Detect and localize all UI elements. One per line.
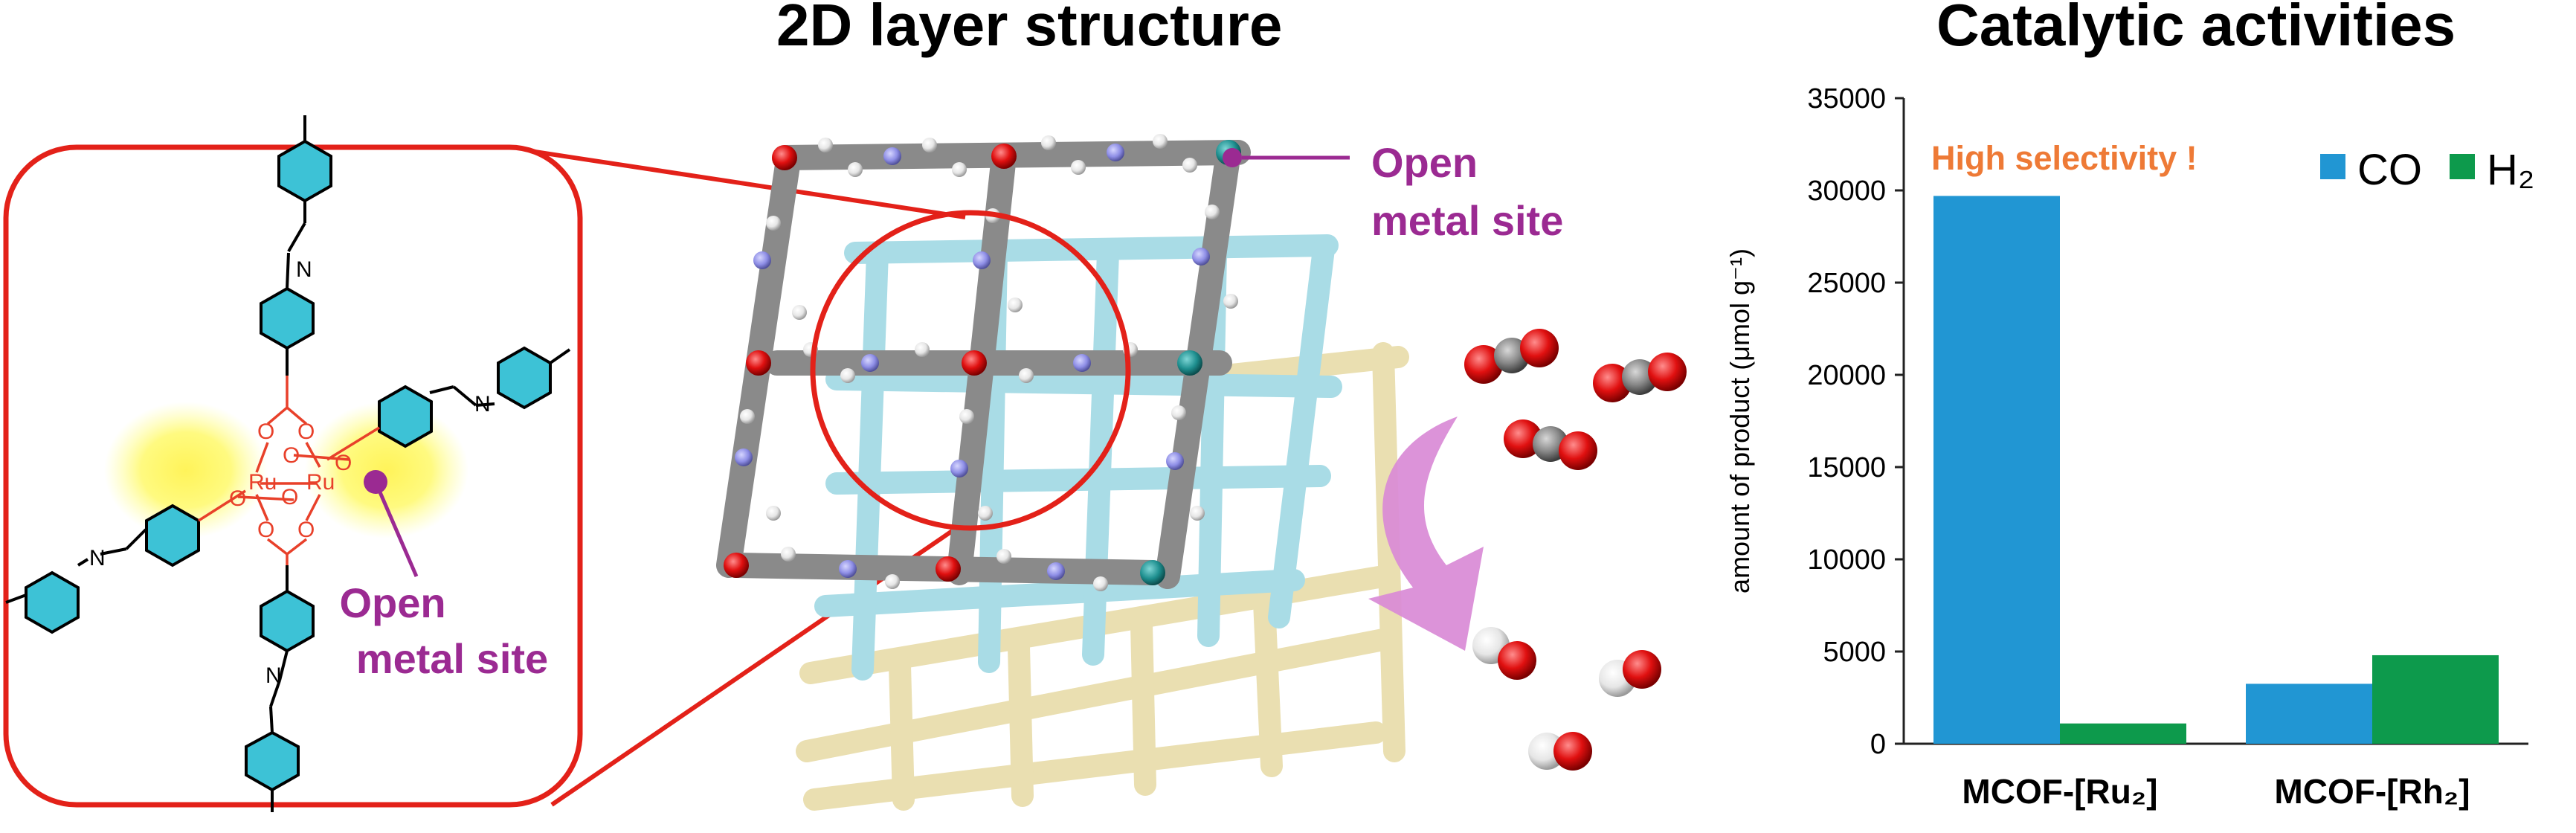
ru-label-left: Ru [248,470,277,495]
n-label-left: N [89,546,106,570]
paddlewheel-core [198,376,380,565]
framework-open-site-dot [1223,148,1242,167]
n-label-top: N [296,257,312,282]
molecule-panel: N N N N O O O O O [3,115,966,812]
co-molecule [1599,650,1661,697]
front-atoms [724,140,1241,585]
legend-label-co: CO [2357,146,2422,194]
n-label-bottom: N [265,663,282,688]
y-tick-label: 25000 [1807,268,1886,299]
title-layer-structure: 2D layer structure [776,0,1283,58]
open-site-dot [364,470,387,494]
y-tick-label: 30000 [1807,176,1886,207]
co-molecules [1472,627,1661,771]
legend-label-h2: H₂ [2487,146,2534,194]
bars [1933,196,2499,744]
co-molecule [1528,732,1592,771]
co-molecule [1472,627,1536,680]
framework-panel: Open metal site [716,134,1687,811]
nitrogen-labels: N N N N [89,257,491,688]
y-tick-label: 20000 [1807,360,1886,391]
bar-chart: 0 5000 10000 15000 20000 25000 30000 35000 amou… [1725,83,2534,811]
annotation-pointer [373,481,419,577]
legend-swatch-co [2320,154,2345,179]
molecule-annotation-line2: metal site [356,635,548,682]
x-axis-tick-labels: MCOF-[Ru₂] MCOF-[Rh₂] [1962,772,2470,811]
y-tick-label: 10000 [1807,544,1886,576]
y-tick-label: 5000 [1823,637,1886,668]
legend-swatch-h2 [2450,154,2475,179]
x-tick-label: MCOF-[Ru₂] [1962,772,2157,811]
metal-labels: Ru Ru [248,470,335,495]
reaction-arrow [1368,416,1484,651]
o-label: O [281,485,298,509]
oxygen-labels: O O O O O O O O [229,419,352,542]
framework-annotation-line2: metal site [1371,197,1563,244]
co2-molecule [1593,353,1687,402]
title-catalytic-activities: Catalytic activities [1936,0,2456,58]
y-axis-label: amount of product (μmol g⁻¹) [1725,248,1755,594]
bar-h2-0 [2060,723,2186,744]
o-label: O [335,451,352,475]
phenyl-rings [25,139,552,792]
zoom-connector-top [505,145,966,219]
legend: CO H₂ [2320,146,2534,194]
y-tick-label: 15000 [1807,452,1886,483]
ru-label-right: Ru [306,470,335,495]
o-label: O [257,419,274,444]
framework-annotation-line1: Open [1371,139,1478,186]
y-tick-label: 35000 [1807,83,1886,115]
glow-left [104,402,268,538]
x-tick-label: MCOF-[Rh₂] [2274,772,2470,811]
o-label: O [257,518,274,542]
y-axis-ticks: 0 5000 10000 15000 20000 25000 30000 35000 [1807,83,1904,760]
n-label-right: N [474,392,491,416]
glow-right [305,402,468,538]
bar-co-0 [1933,196,2060,744]
ligand-bonds [5,115,571,812]
o-label: O [229,486,246,511]
co2-molecules [1464,329,1687,470]
o-label: O [297,518,315,542]
molecule-annotation-line1: Open [339,579,445,626]
co2-molecule [1464,329,1559,384]
selectivity-annotation: High selectivity ! [1931,139,2197,177]
bar-co-1 [2246,684,2372,744]
layer-blue [814,234,1342,681]
zoom-circle [810,210,1131,531]
o-label: O [283,443,300,468]
bar-h2-1 [2372,654,2499,744]
o-label: O [297,419,315,444]
co2-molecule [1504,419,1597,470]
y-tick-label: 0 [1870,729,1886,760]
